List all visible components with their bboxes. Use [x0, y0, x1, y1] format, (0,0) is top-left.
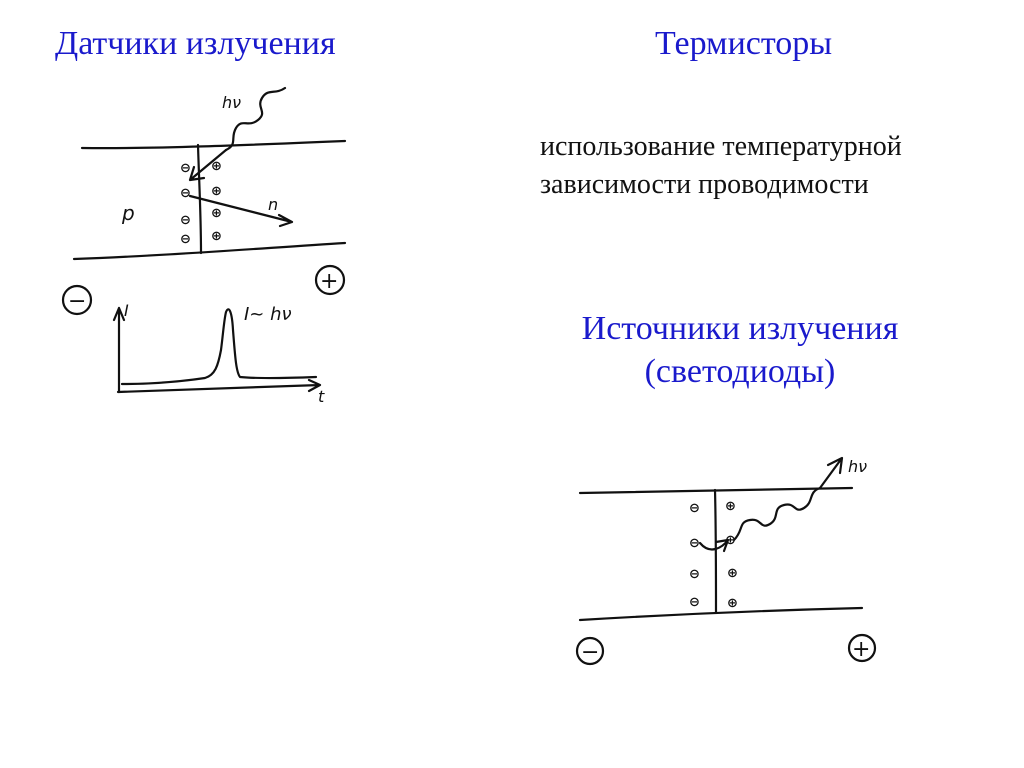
sensor-minus-charge-1: ⊖ — [180, 161, 191, 176]
sensor-plus-charge-2: ⊕ — [211, 184, 222, 199]
photon-wave-out — [732, 486, 822, 542]
thermistor-description: использование температурной зависимости … — [540, 128, 902, 204]
sensor-minus-charge-2: ⊖ — [180, 186, 191, 201]
led-minus-terminal-sign: − — [581, 640, 599, 665]
electron-arrow-to-n — [188, 194, 294, 228]
led-plus-charge-2: ⊕ — [725, 533, 736, 548]
led-junction-line — [713, 488, 718, 614]
led-recombination-arrow — [698, 538, 730, 553]
plot-relation-label: I~ hν — [244, 304, 292, 325]
sensor-top-boundary — [80, 139, 347, 150]
plot-x-axis — [116, 378, 322, 394]
sensor-plus-charge-3: ⊕ — [211, 206, 222, 221]
thermistors-title: Термисторы — [655, 25, 833, 62]
sensor-minus-charge-4: ⊖ — [180, 232, 191, 247]
sensor-plus-terminal-sign: + — [320, 269, 338, 294]
p-region-label: p — [121, 201, 135, 225]
plot-current-curve — [120, 308, 318, 386]
sources-title-line-1: Источники излучения — [581, 310, 899, 347]
photon-wave-in — [224, 86, 287, 152]
plot-y-label: I — [124, 301, 129, 320]
led-plus-charge-1: ⊕ — [725, 499, 736, 514]
sensor-minus-terminal-circle — [61, 284, 93, 316]
thermistor-description-line-1: использование температурной — [540, 131, 902, 162]
led-plus-terminal-circle — [847, 633, 877, 663]
sensor-bottom-boundary — [72, 241, 347, 261]
sensor-photon-label: hν — [222, 93, 241, 112]
sources-title-line-2: (светодиоды) — [644, 352, 836, 390]
led-bottom-boundary — [578, 606, 864, 622]
current-time-plot: I t I~ hν — [112, 301, 325, 406]
thermistor-description-line-2: зависимости проводимости — [540, 168, 869, 200]
led-plus-terminal-sign: + — [852, 637, 870, 662]
sensors-title: Датчики излучения — [55, 25, 336, 62]
led-plus-charge-4: ⊕ — [727, 596, 738, 611]
photon-arrow-out — [818, 456, 844, 490]
sources-title: Источники излучения (светодиоды) — [540, 308, 940, 393]
plot-y-axis — [112, 306, 126, 394]
led-minus-charge-3: ⊖ — [689, 567, 700, 582]
sensor-minus-terminal-sign: − — [68, 289, 86, 314]
led-minus-terminal-circle — [575, 636, 605, 666]
plot-x-label: t — [318, 387, 325, 406]
sensor-junction-sketch: hν p n ⊖ ⊖ ⊖ ⊖ ⊕ ⊕ ⊕ ⊕ − + — [61, 86, 347, 316]
sensor-plus-terminal-circle — [314, 264, 346, 296]
led-photon-label: hν — [848, 457, 867, 476]
led-junction-sketch: hν ⊖ ⊖ ⊖ ⊖ ⊕ ⊕ ⊕ ⊕ − + — [575, 456, 877, 666]
led-minus-charge-1: ⊖ — [689, 501, 700, 516]
led-minus-charge-2: ⊖ — [689, 536, 700, 551]
sensor-minus-charge-3: ⊖ — [180, 213, 191, 228]
led-minus-charge-4: ⊖ — [689, 595, 700, 610]
sensor-plus-charge-1: ⊕ — [211, 159, 222, 174]
photon-arrow-in — [188, 148, 228, 182]
sensor-plus-charge-4: ⊕ — [211, 229, 222, 244]
led-plus-charge-3: ⊕ — [727, 566, 738, 581]
n-region-label: n — [268, 195, 278, 214]
